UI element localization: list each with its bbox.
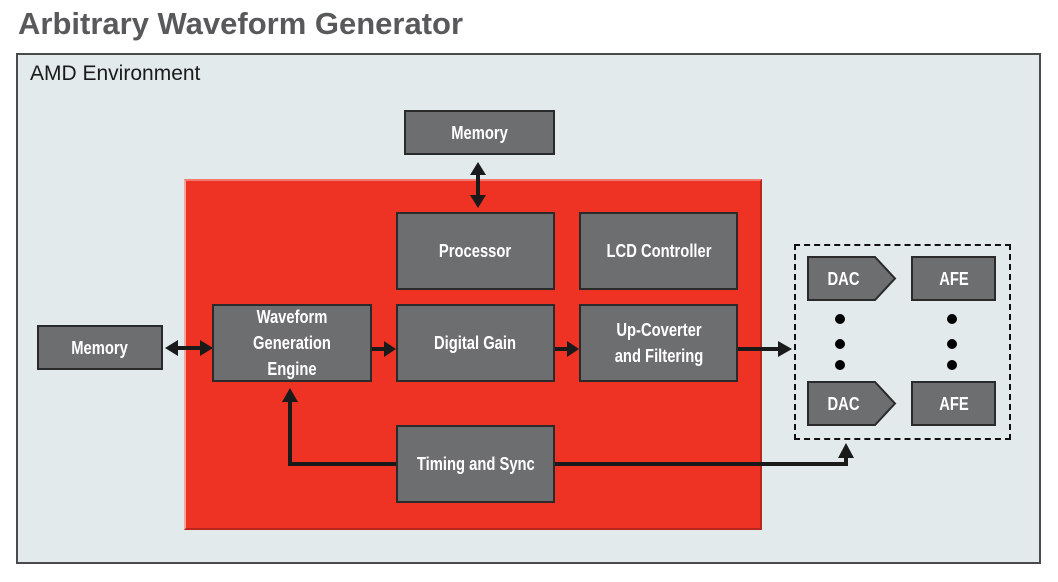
waveform-engine-block[interactable]: Waveform Generation Engine (212, 304, 372, 382)
afe-top-label: AFE (938, 268, 969, 289)
memory-left-label: Memory (71, 337, 129, 358)
dac-top-block[interactable]: DAC (807, 256, 897, 301)
processor-label: Processor (439, 241, 512, 261)
channel-ellipsis-dots (835, 314, 957, 370)
lcd-controller-label: LCD Controller (606, 241, 711, 261)
dac-bottom-block[interactable]: DAC (807, 381, 897, 426)
timing-dac-link (555, 443, 854, 466)
dac-top-shape (807, 256, 897, 301)
memory-processor-link (470, 162, 486, 208)
memory-waveform-link (165, 340, 213, 356)
upconverter-label: Up-Coverter and Filtering (614, 320, 703, 366)
dac-bottom-shape (807, 381, 897, 426)
waveform-engine-label: Waveform Generation Engine (253, 307, 331, 379)
timing-waveform-link (282, 388, 397, 466)
dac-bottom-label: DAC (827, 393, 859, 414)
lcd-controller-block[interactable]: LCD Controller (579, 212, 738, 290)
digital-gain-label: Digital Gain (434, 333, 517, 353)
memory-top-label: Memory (451, 122, 508, 143)
memory-left-block[interactable]: Memory (37, 325, 163, 370)
timing-sync-block[interactable]: Timing and Sync (396, 425, 555, 503)
processor-block[interactable]: Processor (396, 212, 555, 290)
afe-bottom-label: AFE (938, 393, 969, 414)
memory-top-block[interactable]: Memory (404, 110, 555, 155)
diagram-title: Arbitrary Waveform Generator (18, 6, 464, 41)
waveform-gain-link (372, 341, 396, 357)
timing-sync-label: Timing and Sync (416, 454, 535, 474)
afe-top-block[interactable]: AFE (911, 256, 996, 301)
digital-gain-block[interactable]: Digital Gain (396, 304, 555, 382)
upconverter-dac-link (738, 341, 792, 357)
upconverter-block[interactable]: Up-Coverter and Filtering (579, 304, 738, 382)
dac-afe-group (794, 244, 1011, 440)
afe-bottom-block[interactable]: AFE (911, 381, 996, 426)
environment-label: AMD Environment (30, 62, 201, 85)
dac-top-label: DAC (827, 268, 859, 289)
gain-upconverter-link (555, 341, 579, 357)
